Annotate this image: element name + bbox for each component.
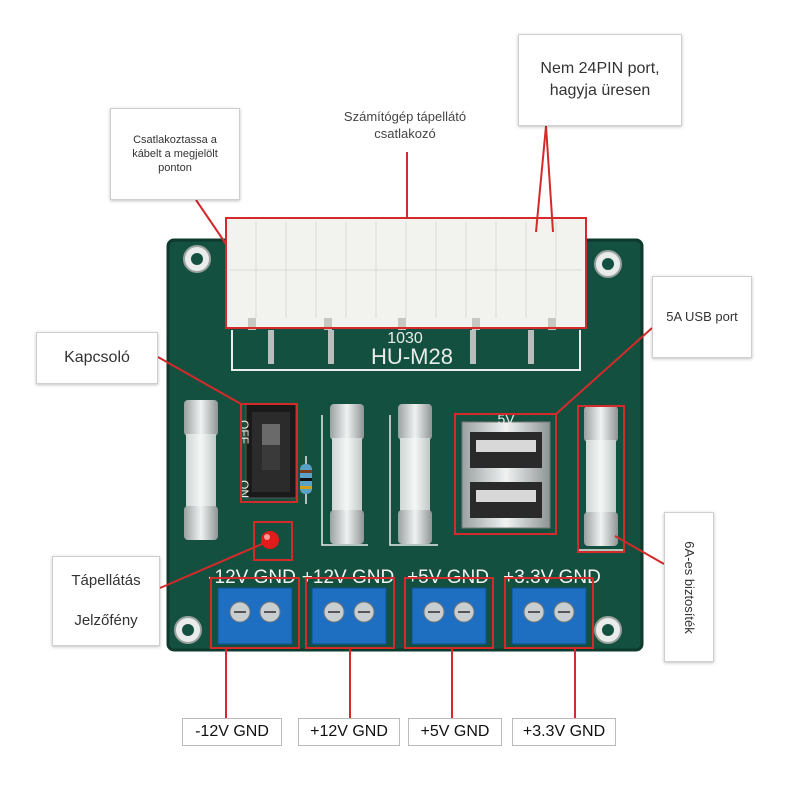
bottom-label-plus5: +5V GND xyxy=(408,718,502,746)
terminal-block-plus12 xyxy=(311,587,387,645)
callout-usb-port-text: 5A USB port xyxy=(666,309,738,324)
bottom-label-plus33: +3.3V GND xyxy=(512,718,616,746)
leader-lines xyxy=(157,125,665,718)
callout-power-indicator-line1: Tápellátás xyxy=(71,572,141,589)
bottom-label-plus33-text: +3.3V GND xyxy=(522,723,606,740)
callout-non-24pin: Nem 24PIN port, hagyja üresen xyxy=(518,34,682,126)
callout-power-indicator-line2: Jelzőfény xyxy=(74,612,138,629)
callout-fuse-text: 6A-es biztosíték xyxy=(681,540,697,634)
switch-on-label: ON xyxy=(237,480,251,498)
callout-switch: Kapcsoló xyxy=(36,332,158,384)
callout-fuse: 6A-es biztosíték xyxy=(664,512,714,662)
usb-port-stack xyxy=(461,421,551,529)
switch-off-label: OFF xyxy=(237,420,251,444)
callout-pc-power-connector: Számítógép tápellátó csatlakozó xyxy=(330,108,480,148)
fuse-middle-1 xyxy=(330,404,364,544)
terminal-block-plus33 xyxy=(511,587,587,645)
bottom-label-minus12: -12V GND xyxy=(182,718,282,746)
callout-switch-text: Kapcsoló xyxy=(64,349,130,366)
board-model-name: HU-M28 xyxy=(371,344,453,369)
callout-connect-cable-text: Csatlakoztassa a kábelt a megjelölt pont… xyxy=(132,134,218,174)
callout-pc-power-connector-text: Számítógép tápellátó csatlakozó xyxy=(343,109,467,141)
fuse-right xyxy=(584,406,618,546)
power-switch xyxy=(245,403,297,499)
atx-24pin-connector xyxy=(225,217,587,330)
fuse-left xyxy=(184,400,218,540)
terminal-block-plus5 xyxy=(411,587,487,645)
bottom-label-plus5-text: +5V GND xyxy=(420,723,490,740)
fuse-middle-2 xyxy=(398,404,432,544)
mounting-hole xyxy=(174,245,622,644)
callout-power-indicator: Tápellátás Jelzőfény xyxy=(52,556,160,646)
bottom-label-plus12: +12V GND xyxy=(298,718,400,746)
bottom-label-plus12-text: +12V GND xyxy=(310,723,388,740)
callout-connect-cable: Csatlakoztassa a kábelt a megjelölt pont… xyxy=(110,108,240,200)
callout-non-24pin-text: Nem 24PIN port, hagyja üresen xyxy=(540,60,660,99)
board-model-number: 1030 xyxy=(387,330,423,347)
power-led xyxy=(261,531,279,549)
terminal-block-minus12 xyxy=(217,587,293,645)
callout-usb-port: 5A USB port xyxy=(652,276,752,358)
resistor xyxy=(300,456,312,504)
bottom-label-minus12-text: -12V GND xyxy=(195,723,269,740)
